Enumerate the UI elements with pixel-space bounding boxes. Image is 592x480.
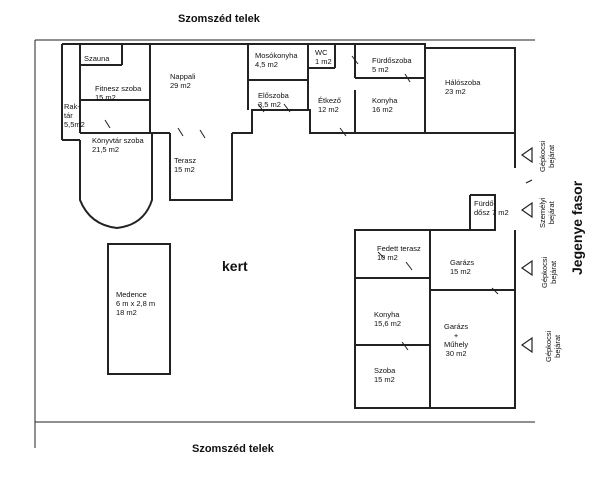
room-furdo-small: Fürdő-dősz 7 m2 — [474, 199, 509, 217]
entrance-arrows — [520, 146, 533, 354]
street-label: Jegenye fasor — [569, 180, 585, 275]
property-boundary — [34, 39, 535, 448]
neighbor-bottom-label: Szomszéd telek — [192, 443, 274, 455]
garden-label: kert — [222, 258, 248, 274]
neighbor-top-label: Szomszéd telek — [178, 13, 260, 25]
room-szauna: Szauna — [84, 54, 110, 63]
house-walls — [61, 43, 516, 409]
pool-outline — [107, 243, 171, 375]
door-swings — [104, 55, 499, 351]
